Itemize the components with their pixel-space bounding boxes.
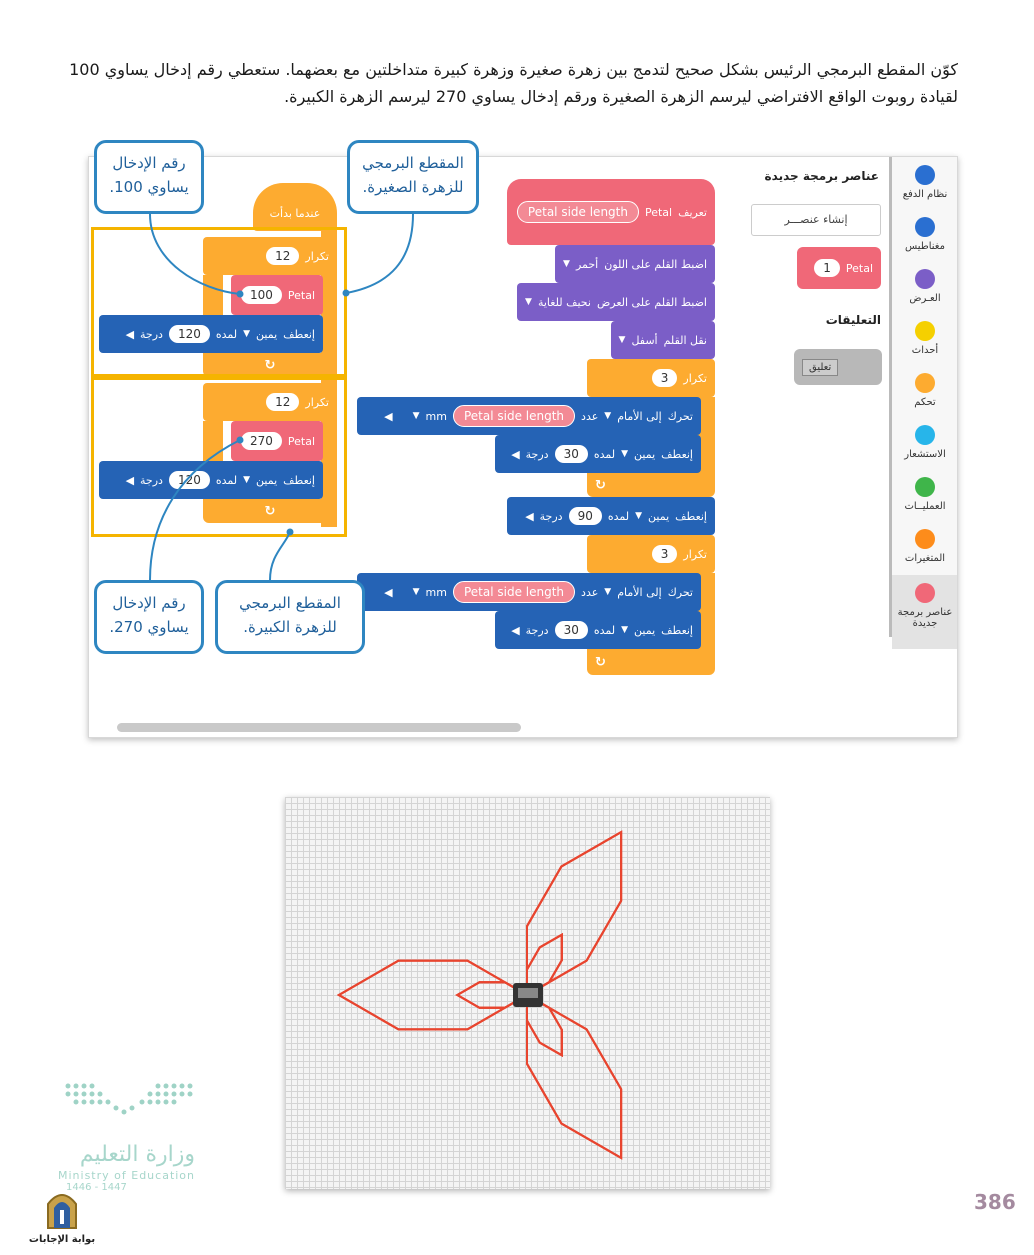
repeat-block-1[interactable]: تكرار 12 [203, 237, 337, 275]
petal-stroke [526, 830, 623, 996]
ministry-name-en: Ministry of Education [58, 1169, 196, 1182]
category-events[interactable]: أحداث [892, 321, 957, 356]
connector-big-flower [269, 531, 291, 581]
turn-block-a[interactable]: إنعطف يمين▼ لمده 30 درجة ◀ [495, 435, 701, 473]
define-repeat-a[interactable]: تكرار 3 [587, 359, 715, 397]
ministry-years: 1446 - 1447 [66, 1182, 127, 1193]
callout-big-flower: المقطع البرمجي للزهرة الكبيرة. [215, 580, 365, 654]
pen-width-block[interactable]: اضبط القلم على العرض نحيف للغاية▼ [517, 283, 715, 321]
pen-move-block[interactable]: نقل القلم أسفل▼ [611, 321, 715, 359]
category-drivetrain[interactable]: نظام الدفع [892, 165, 957, 200]
loop-arrow-icon: ↻ [595, 654, 606, 670]
category-magnet[interactable]: مغناطيس [892, 217, 957, 252]
connector-input-100 [149, 213, 241, 295]
connector-dot-100 [236, 290, 244, 298]
petal-stroke [336, 959, 528, 1031]
turn-block-1[interactable]: إنعطف يمين▼ لمده 120 درجة ◀ [99, 315, 323, 353]
ministry-emblem-icon [65, 1083, 193, 1115]
petal-stroke [526, 994, 623, 1160]
connector-dot-small [342, 289, 350, 297]
ministry-logo: وزارة التعليم Ministry of Education 1446… [58, 1080, 203, 1193]
robot-drawing-canvas [285, 797, 770, 1189]
petal-stroke [336, 959, 528, 1031]
loop-arrow-icon: ↻ [264, 503, 276, 519]
turn-block-2[interactable]: إنعطف يمين▼ لمده 120 درجة ◀ [99, 461, 323, 499]
define-repeat-b-end: ↻ [587, 649, 715, 675]
small-flower-frame [91, 227, 347, 377]
loop-arrow-icon: ↻ [264, 357, 276, 373]
big-flower-frame [91, 377, 347, 537]
horizontal-scrollbar[interactable] [117, 723, 521, 732]
define-petal-block[interactable]: تعريف Petal Petal side length [507, 179, 715, 245]
turn-block-mid[interactable]: إنعطف يمين▼ لمده 90 درجة ◀ [507, 497, 715, 535]
category-variables[interactable]: المتغيرات [892, 529, 957, 564]
connector-dot-big [286, 528, 294, 536]
callout-input-100: رقم الإدخال يساوي 100. [94, 140, 204, 214]
when-started-hat[interactable]: عندما بدأت [253, 183, 337, 231]
connector-lines [149, 213, 414, 581]
ministry-name-ar: وزارة التعليم [79, 1142, 195, 1167]
page-number: 386 [974, 1190, 1016, 1214]
define-repeat-a-end: ↻ [587, 473, 715, 497]
repeat-2-end: ↻ [203, 499, 337, 523]
comments-title: التعليقات [825, 313, 881, 327]
petal-stroke [526, 830, 623, 996]
palette-petal-block[interactable]: Petal 1 [797, 247, 881, 289]
petal-stroke [526, 830, 623, 996]
category-looks[interactable]: العـرض [892, 269, 957, 304]
palette-title: عناصر برمجة جديدة [764, 169, 879, 183]
move-block-a[interactable]: تحرك إلى الأمام▼ عدد Petal side length m… [357, 397, 701, 435]
move-block-b[interactable]: تحرك إلى الأمام▼ عدد Petal side length m… [357, 573, 701, 611]
repeat-1-end: ↻ [203, 353, 337, 377]
turn-block-b[interactable]: إنعطف يمين▼ لمده 30 درجة ◀ [495, 611, 701, 649]
pen-color-block[interactable]: اضبط القلم على اللون أحمر▼ [555, 245, 715, 283]
intro-paragraph: كوّن المقطع البرمجي الرئيس بشكل صحيح لتد… [69, 60, 958, 106]
callout-small-flower: المقطع البرمجي للزهرة الصغيرة. [347, 140, 479, 214]
petal-call-1[interactable]: Petal 100 [231, 275, 323, 315]
petal-stroke [526, 994, 623, 1160]
category-sensing[interactable]: الاستشعار [892, 425, 957, 460]
flower-drawing [336, 830, 623, 1160]
site-name: بوابة الإجابات [28, 1234, 96, 1245]
connector-small-flower [345, 213, 414, 294]
repeat-block-2[interactable]: تكرار 12 [203, 383, 337, 421]
site-logo: بوابة الإجابات [26, 1186, 98, 1248]
comment-block[interactable]: تعليق [794, 349, 882, 385]
category-control[interactable]: تحكم [892, 373, 957, 408]
coding-workspace: نظام الدفع مغناطيس العـرض أحداث تحكم الا… [88, 156, 958, 738]
category-operators[interactable]: العمليــات [892, 477, 957, 512]
category-panel: نظام الدفع مغناطيس العـرض أحداث تحكم الا… [889, 157, 957, 649]
connector-input-270 [149, 439, 241, 581]
define-repeat-b[interactable]: تكرار 3 [587, 535, 715, 573]
petal-stroke [336, 959, 528, 1031]
petal-stroke [526, 994, 623, 1160]
petal-stroke [526, 830, 623, 996]
category-my-blocks[interactable]: عناصر برمجة جديدة [892, 575, 957, 649]
connector-dot-270 [236, 436, 244, 444]
site-logo-icon [47, 1194, 77, 1229]
callout-input-270: رقم الإدخال يساوي 270. [94, 580, 204, 654]
petal-stroke [526, 994, 623, 1160]
petal-stroke [336, 959, 528, 1031]
loop-arrow-icon: ↻ [595, 477, 606, 493]
petal-call-2[interactable]: Petal 270 [231, 421, 323, 461]
create-block-button[interactable]: إنشاء عنصـــر [751, 204, 881, 236]
